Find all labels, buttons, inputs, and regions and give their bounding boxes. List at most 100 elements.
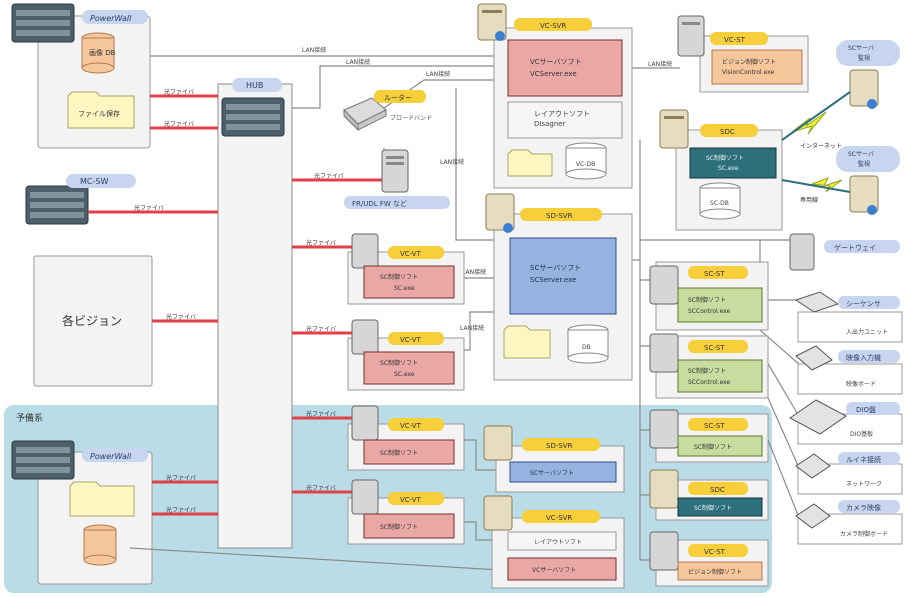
right3-group: SC-ST SC制御ソフト (649, 409, 769, 463)
router-icon (343, 97, 387, 132)
svg-text:光ファイバ: 光ファイバ (164, 120, 194, 128)
svg-text:LAN接続: LAN接続 (440, 158, 464, 166)
svg-text:光ファイバ: 光ファイバ (306, 239, 336, 247)
standby-area-label: 予備系 (16, 412, 43, 424)
vision-box (711, 49, 803, 85)
device1-group: シーケンサ 入出力ユニット (794, 291, 903, 343)
main-vc-tag-text: VC-SVR (540, 22, 566, 30)
svg-text:入出力ユニット: 入出力ユニット (846, 328, 888, 336)
svg-text:SC-ST: SC-ST (704, 344, 725, 352)
svg-text:SDC: SDC (710, 486, 725, 494)
remote1-pill (836, 40, 900, 66)
sd-box (509, 237, 617, 315)
main-layout-text: レイアウトソフト DIsagner (534, 110, 592, 128)
remote2-pill (836, 146, 900, 172)
standby-image-db-icon (83, 524, 117, 566)
sd-db-label: DB (582, 344, 591, 351)
svg-text:SC制御ソフト: SC制御ソフト (694, 504, 732, 512)
svg-text:LAN接続: LAN接続 (302, 46, 326, 54)
vt3-group: VC-VT SC制御ソフト (347, 405, 465, 471)
sd-box-text: SCサーバソフト SCServer.exe (530, 264, 584, 284)
lightning-icon-2 (811, 177, 843, 193)
standby-file-folder-icon (69, 481, 135, 517)
svg-text:VC-VT: VC-VT (400, 496, 422, 504)
powerwall-label: PowerWall (90, 14, 132, 23)
internet-label: インターネット (800, 142, 842, 150)
svg-text:SC制御ソフト: SC制御ソフト (380, 449, 418, 457)
svg-text:SD-SVR: SD-SVR (546, 442, 573, 450)
vision-tag-text: VC-ST (724, 36, 746, 44)
main-db-icon: VC-DB (565, 142, 607, 180)
right4-group: SDC SC制御ソフト (649, 469, 769, 521)
sdc-tag (700, 124, 758, 137)
svg-text:映像ボード: 映像ボード (846, 380, 876, 388)
remote1-server-icon (849, 69, 879, 109)
red-links-left (88, 94, 218, 516)
svg-text:VC-ST: VC-ST (704, 548, 726, 556)
gray-links (129, 55, 801, 571)
main-layout-box (507, 101, 623, 139)
each-vision-label: 各ビジョン (62, 313, 122, 328)
sdc-db-label: SC-DB (710, 200, 729, 207)
main-vc-box-text: VCサーバソフト VCServer.exe (530, 58, 584, 78)
sd-file-icon (503, 325, 551, 359)
vision-server-icon (677, 15, 705, 57)
svg-text:光ファイバ: 光ファイバ (306, 410, 336, 418)
sd-tag (520, 208, 602, 221)
svg-text:VC-VT: VC-VT (400, 336, 422, 344)
link-labels: 光ファイバ 光ファイバ 光ファイバ 光ファイバ 光ファイバ 光ファイバ 光ファイ… (134, 88, 344, 514)
sd-server-icon (485, 193, 515, 233)
gateway-pill (824, 240, 900, 253)
svg-text:光ファイバ: 光ファイバ (306, 484, 336, 492)
svg-text:光ファイバ: 光ファイバ (164, 88, 194, 96)
vt4-group: VC-VT SC制御ソフト (347, 479, 465, 545)
standby-vc-group: VC-SVR レイアウトソフト VCサーバソフト (483, 495, 625, 589)
main-vc-tag (514, 18, 592, 31)
svg-text:DIO基板: DIO基板 (850, 430, 873, 438)
image-db-icon: 画像 DB (81, 32, 116, 74)
lightning-icon-1 (791, 111, 827, 135)
svg-text:LAN接続: LAN接続 (346, 58, 370, 66)
main-db-label: VC-DB (576, 161, 595, 168)
powerwall2-label: PowerWall (90, 452, 132, 461)
firewall-label: FR/UDL FW など (352, 200, 407, 208)
right5-group: VC-ST ビジョン制御ソフト (649, 531, 769, 587)
device3-group: DIO盤 DIO基板 (789, 399, 903, 445)
svg-text:SC-ST: SC-ST (704, 422, 725, 430)
svg-text:VCサーバソフト: VCサーバソフト (532, 567, 576, 574)
svg-text:カメラ映像: カメラ映像 (846, 503, 881, 512)
svg-text:LAN接続: LAN接続 (462, 268, 486, 276)
remote2-text: SCサーバ 監視 (848, 151, 876, 168)
svg-text:レイアウトソフト: レイアウトソフト (534, 538, 582, 546)
svg-text:光ファイバ: 光ファイバ (314, 172, 344, 180)
svg-text:LAN接続: LAN接続 (648, 60, 672, 68)
svg-text:VC-SVR: VC-SVR (546, 514, 572, 522)
svg-text:光ファイバ: 光ファイバ (166, 474, 196, 482)
dedicated-label: 専用線 (800, 196, 818, 204)
sdc-server-icon (659, 109, 689, 149)
router-sub: ブロードバンド (390, 114, 432, 122)
mc-label: MC-SW (80, 177, 108, 186)
gateway-server-icon (789, 233, 815, 271)
svg-text:DIO盤: DIO盤 (856, 405, 876, 414)
file-folder-icon: ファイル保存 (67, 91, 135, 129)
powerwall-unit-icon (11, 3, 75, 43)
standby-powerwall-pill (82, 448, 148, 462)
mc-switch-icon (25, 185, 89, 225)
remote2-server-icon (849, 175, 879, 215)
gateway-label: ゲートウェイ (834, 243, 876, 252)
svg-text:LAN接続: LAN接続 (426, 70, 450, 78)
svg-text:ネットワーク: ネットワーク (846, 481, 882, 488)
remote1-text: SCサーバ 監視 (848, 45, 876, 62)
sdc-box-text: SC制御ソフト SC.exe (706, 154, 746, 172)
hub-icon (221, 97, 285, 137)
firewall-server-icon (381, 149, 409, 193)
red-links-right (292, 178, 384, 494)
mc-pill (66, 174, 136, 188)
